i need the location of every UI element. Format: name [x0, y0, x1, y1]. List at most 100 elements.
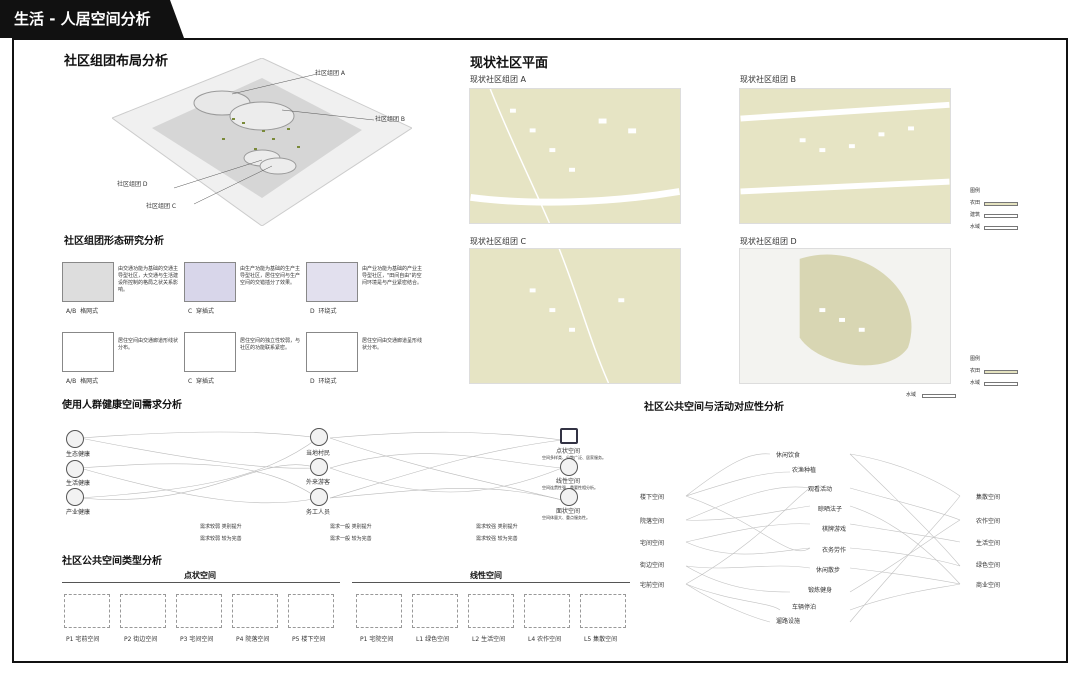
plan-map-a [469, 88, 681, 224]
need-legend-2: 需求一般 类别提升 [330, 524, 372, 530]
right-space-1: 集散空间 [976, 494, 1001, 501]
legend2-swatch-water [984, 382, 1018, 386]
activity-4: 晾晒法子 [818, 506, 843, 513]
form-cap-2: C 穿插式 [188, 306, 214, 315]
health-needs-title: 使用人群健康空间需求分析 [62, 400, 182, 411]
form-cap-1: A/B 格网式 [66, 306, 98, 315]
form-thumb-2 [184, 262, 236, 302]
left-need-3: 产业健康 [66, 509, 91, 516]
form-name-1: 格网式 [80, 308, 99, 315]
layout-label-a: 社区组团 A [315, 70, 346, 77]
form-thumb-6 [306, 332, 358, 372]
line-group-title: 线性空间 [470, 571, 502, 580]
form-name-5: 穿插式 [196, 378, 215, 385]
line-space-thumb-1 [356, 594, 402, 628]
left-need-1: 生态健康 [66, 451, 91, 458]
line-space-label-2: L1 绿色空间 [416, 636, 450, 643]
legend-swatch-water [984, 226, 1018, 230]
point-group-bracket [62, 582, 340, 583]
center-user-2: 外来游客 [306, 479, 331, 486]
point-space-thumb-2 [120, 594, 166, 628]
form-name-2: 穿插式 [196, 308, 215, 315]
page-title: 生活 - 人居空间分析 [14, 10, 151, 28]
need-legend-1: 需求较弱 类别提升 [200, 524, 242, 530]
activity-links [640, 442, 1040, 632]
form-desc-2: 由生产功能为基础的生产主导型社区，居住空间与生产空间的交错插分了效果。 [240, 266, 301, 286]
point-space-label-2: P2 街边空间 [124, 636, 158, 643]
plan-legend-item-1: 农田 [970, 200, 981, 206]
layout-label-d: 社区组团 D [117, 181, 148, 188]
form-name-3: 环绕式 [318, 308, 337, 315]
form-cap-5: C 穿插式 [188, 376, 214, 385]
line-space-thumb-2 [412, 594, 458, 628]
line-space-label-3: L2 生活空间 [472, 636, 506, 643]
point-space-thumb-3 [176, 594, 222, 628]
river-label: 水域 [906, 392, 917, 398]
tourist-icon [310, 458, 328, 476]
form-desc-6: 居住空间由交通廊道呈形线状分布。 [362, 338, 423, 351]
activity-7: 休闲散步 [816, 567, 841, 574]
activity-title: 社区公共空间与活动对应性分析 [644, 402, 784, 413]
right-space-title-3: 面状空间 [556, 508, 581, 515]
center-user-3: 务工人员 [306, 509, 331, 516]
map-label-a: 现状社区组团 A [470, 75, 527, 84]
activity-1: 休闲饮食 [776, 452, 801, 459]
form-code-2: C [188, 308, 193, 315]
plan-map-d [739, 248, 951, 384]
river-swatch [922, 394, 956, 398]
current-plans-title: 现状社区平面 [470, 56, 549, 71]
line-group-bracket [352, 582, 630, 583]
form-analysis-title: 社区组团形态研究分析 [64, 236, 164, 247]
point-space-label-4: P4 院落空间 [236, 636, 270, 643]
line-space-label-4: L4 农作空间 [528, 636, 562, 643]
right-space-2: 农作空间 [976, 518, 1001, 525]
form-thumb-1 [62, 262, 114, 302]
form-cap-4: A/B 格网式 [66, 376, 98, 385]
left-space-5: 宅前空间 [640, 582, 665, 589]
line-space-thumb-5 [580, 594, 626, 628]
need-legend-4: 需求较弱 较为完善 [200, 536, 242, 542]
form-desc-3: 由产业功能为基础的产业主导型社区，"田间自由"的空间环境是与产业紧密结合。 [362, 266, 423, 286]
need-legend-5: 需求一般 较为完善 [330, 536, 372, 542]
plan-map-c [469, 248, 681, 384]
map-label-d: 现状社区组团 D [740, 237, 797, 246]
activity-6: 衣务劳作 [822, 547, 847, 554]
activity-8: 锻炼健身 [808, 587, 833, 594]
point-space-label-5: P5 楼下空间 [292, 636, 326, 643]
activity-9: 车辆停泊 [792, 604, 817, 611]
left-need-2: 生活健康 [66, 480, 91, 487]
worker-icon [310, 488, 328, 506]
activity-10: 遛路设施 [776, 618, 801, 625]
right-space-desc-1: 空间多样类、分散广泛、居家服务。 [542, 455, 606, 460]
right-space-3: 生活空间 [976, 540, 1001, 547]
layout-label-b: 社区组团 B [375, 116, 406, 123]
form-name-4: 格网式 [80, 378, 99, 385]
ecology-icon [66, 430, 84, 448]
legend-swatch-building [984, 214, 1018, 218]
need-legend-3: 需求较强 类别提升 [476, 524, 518, 530]
layout-analysis-title: 社区组团布局分析 [64, 54, 169, 69]
form-code-6: D [310, 378, 315, 385]
right-space-title-1: 点状空间 [556, 448, 581, 455]
villager-icon [310, 428, 328, 446]
center-user-1: 当地村民 [306, 450, 331, 457]
line-space-icon [560, 458, 578, 476]
point-space-thumb-5 [288, 594, 334, 628]
form-cap-6: D 环绕式 [310, 376, 336, 385]
form-thumb-5 [184, 332, 236, 372]
plan-legend-item-3: 水域 [970, 224, 981, 230]
point-space-icon [560, 428, 578, 444]
form-thumb-4 [62, 332, 114, 372]
point-space-label-3: P3 宅间空间 [180, 636, 214, 643]
plan-legend2-title: 图例 [970, 356, 981, 362]
line-space-thumb-4 [524, 594, 570, 628]
form-desc-1: 由交通功能为基础的交通主导型社区，大交通与生活建设所控制的格局之状关系影响。 [118, 266, 179, 293]
space-types-title: 社区公共空间类型分析 [62, 556, 162, 567]
line-space-label-1: P1 宅院空间 [360, 636, 394, 643]
line-space-thumb-3 [468, 594, 514, 628]
right-space-desc-2: 空间连贯性强、重要性相分析。 [542, 484, 598, 491]
right-space-5: 商业空间 [976, 582, 1001, 589]
left-space-1: 楼下空间 [640, 494, 665, 501]
form-cap-3: D 环绕式 [310, 306, 336, 315]
right-space-4: 绿色空间 [976, 562, 1001, 569]
